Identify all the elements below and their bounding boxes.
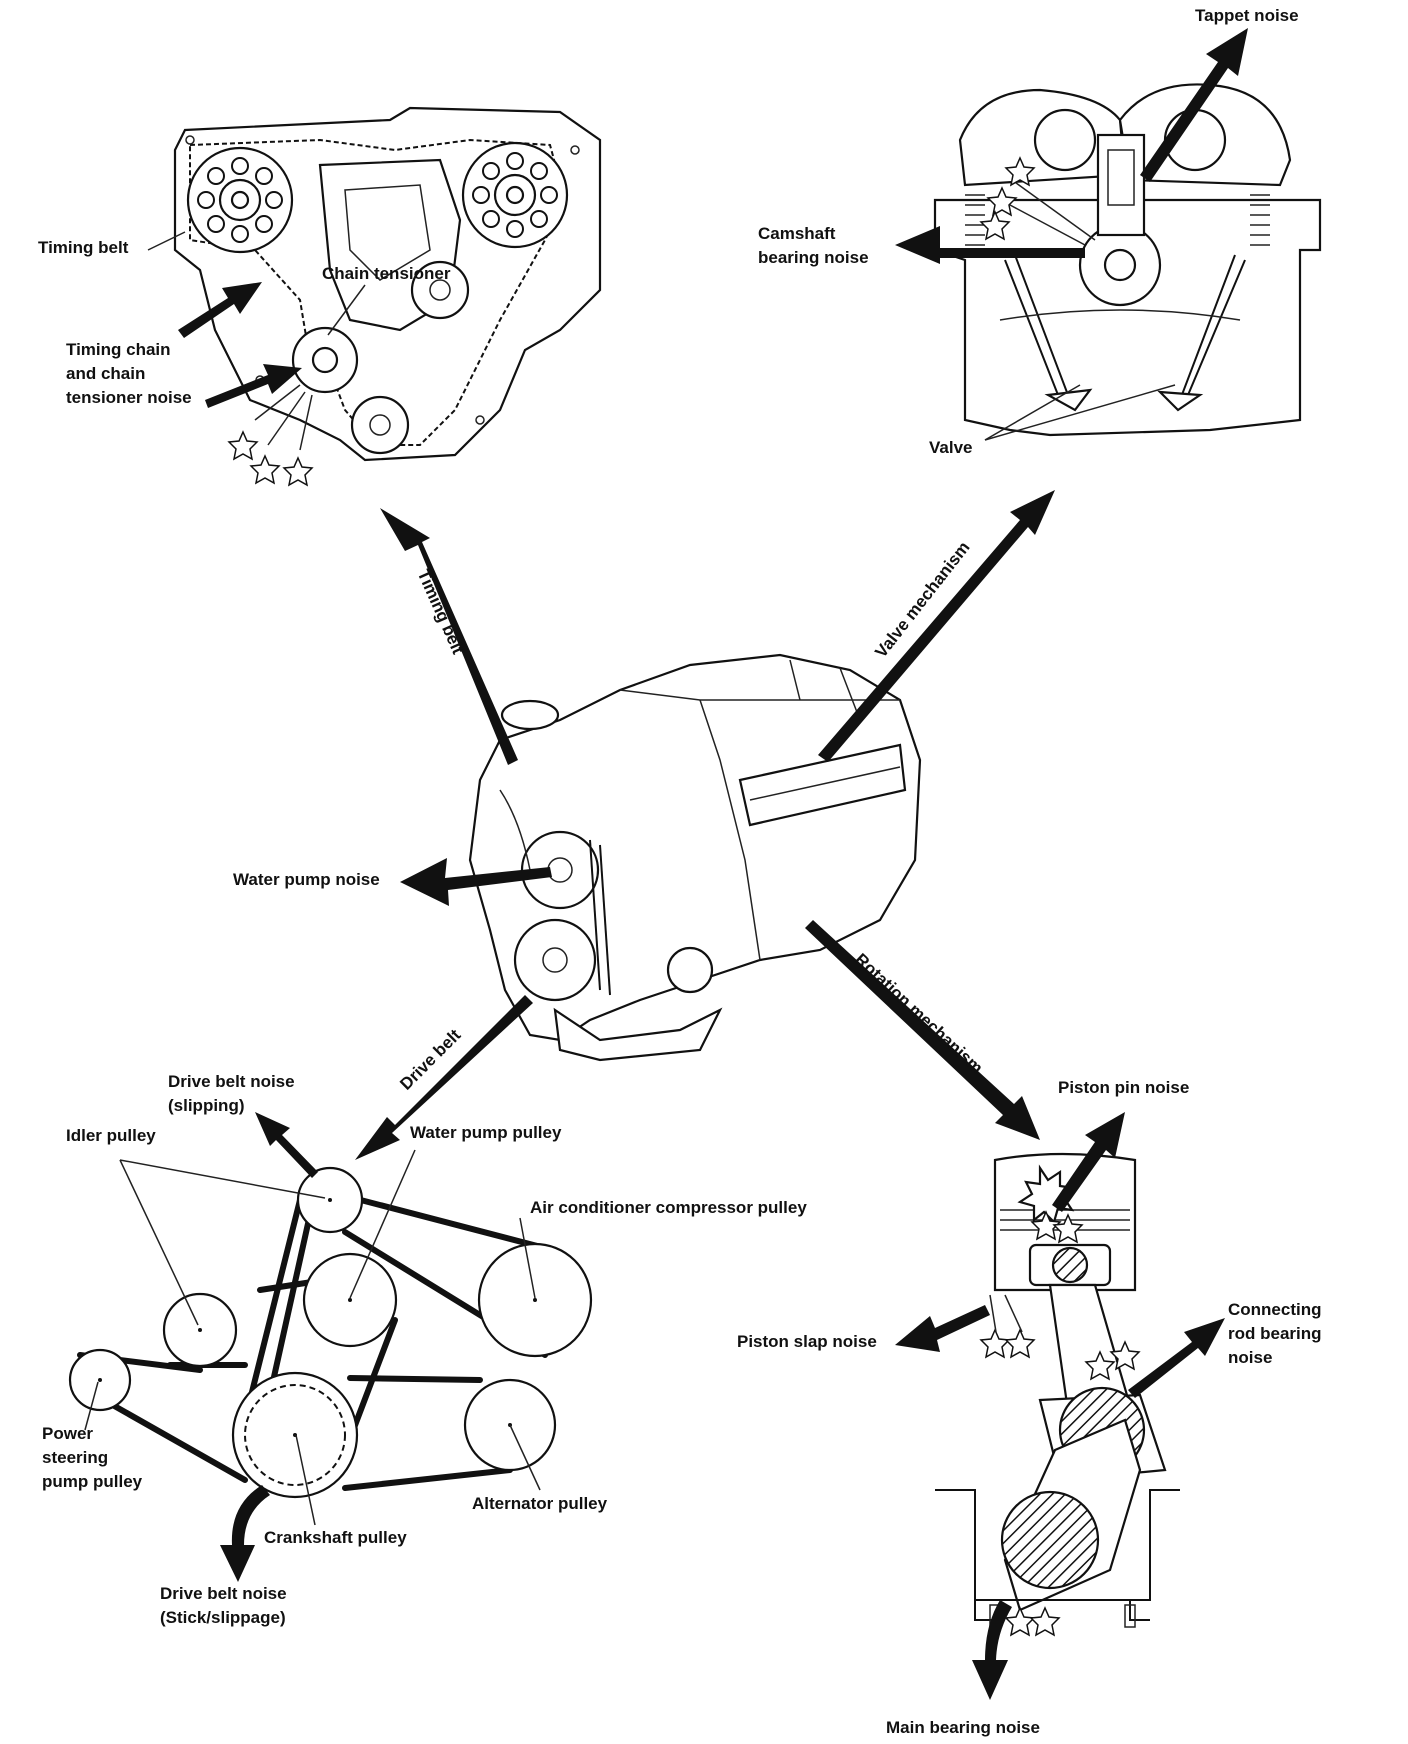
noise-star-markers-piston	[979, 1210, 1141, 1637]
main-bearing-noise-arrow	[972, 1600, 1012, 1700]
drive-belt-slipping-arrow	[255, 1112, 318, 1178]
drive-belt-stick-arrow	[220, 1485, 270, 1582]
noise-star-markers-valve	[979, 156, 1096, 246]
tappet-noise-label: Tappet noise	[1195, 6, 1299, 25]
valve-mechanism-direction-arrow	[818, 490, 1055, 762]
drive-belt-direction-arrow	[355, 995, 533, 1160]
camshaft-bearing-noise-arrow	[895, 226, 1085, 264]
drive-belt-layout	[68, 1166, 593, 1499]
connecting-rod-bearing-noise-label: Connecting rod bearing noise	[1228, 1300, 1322, 1367]
noise-star-markers-timing	[227, 384, 314, 487]
valve-leader-right	[984, 384, 1176, 441]
chain-tensioner-leader	[327, 284, 366, 336]
drive-belt-noise-slipping-label: Drive belt noise (slipping)	[168, 1072, 295, 1115]
piston-pin-noise-arrow	[1052, 1112, 1125, 1212]
camshaft-bearing-noise-label: Camshaft bearing noise	[758, 224, 869, 267]
timing-belt-label: Timing belt	[38, 238, 129, 257]
tappet-noise-arrow	[1140, 28, 1248, 182]
water-pump-noise-label: Water pump noise	[233, 870, 380, 889]
ac-compressor-pulley-label: Air conditioner compressor pulley	[530, 1198, 807, 1217]
timing-chain-noise-label: Timing chain and chain tensioner noise	[66, 340, 192, 407]
water-pump-pulley-label: Water pump pulley	[410, 1123, 562, 1142]
piston-slap-noise-arrow	[895, 1305, 990, 1352]
piston-pin-noise-label: Piston pin noise	[1058, 1078, 1190, 1097]
connecting-rod-bearing-noise-arrow	[1128, 1318, 1225, 1398]
timing-chain-noise-arrows	[178, 282, 302, 408]
valve-label: Valve	[929, 438, 973, 457]
piston-slap-noise-label: Piston slap noise	[737, 1332, 877, 1351]
timing-belt-direction-arrow	[380, 508, 518, 765]
alternator-pulley-label: Alternator pulley	[472, 1494, 608, 1513]
power-steering-pump-pulley-label: Power steering pump pulley	[42, 1424, 143, 1491]
main-bearing-noise-label: Main bearing noise	[886, 1718, 1040, 1737]
timing-belt-leader	[147, 231, 186, 251]
chain-tensioner-label: Chain tensioner	[322, 264, 451, 283]
engine-assembly	[468, 653, 922, 1062]
drive-belt-noise-stick-label: Drive belt noise (Stick/slippage)	[160, 1584, 287, 1627]
crankshaft-pulley-label: Crankshaft pulley	[264, 1528, 407, 1547]
idler-pulley-label: Idler pulley	[66, 1126, 156, 1145]
valve-mechanism-illustration	[933, 83, 1322, 437]
rotation-mechanism-direction-arrow	[805, 920, 1040, 1140]
valve-leader-left	[984, 384, 1081, 441]
drive-belt-leaders	[84, 1149, 541, 1526]
water-pump-noise-arrow	[400, 858, 552, 906]
